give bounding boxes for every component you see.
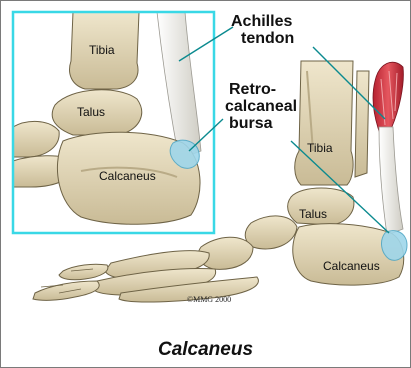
bursa-callout-line3: bursa	[225, 115, 297, 132]
main-tibia-bone	[295, 61, 353, 185]
achilles-tendon-callout: Achilles tendon	[231, 13, 294, 47]
main-retrocalcaneal-bursa	[382, 231, 407, 261]
bursa-callout-line2: calcaneal	[225, 98, 297, 115]
inset-calcaneus-label: Calcaneus	[99, 169, 156, 183]
main-achilles-tendon	[379, 127, 403, 235]
calf-muscle	[373, 62, 403, 131]
bursa-callout-line1: Retro-	[225, 81, 297, 98]
copyright-notice: ©MMG 2000	[187, 295, 231, 304]
inset-talus-label: Talus	[77, 105, 105, 119]
main-navicular-bone	[245, 216, 297, 249]
achilles-callout-line1: Achilles	[231, 13, 294, 30]
figure-caption: Calcaneus	[1, 339, 410, 361]
inset-tibia-label: Tibia	[89, 43, 115, 57]
achilles-callout-line2: tendon	[231, 30, 294, 47]
main-tibia-label: Tibia	[307, 141, 333, 155]
main-fibula-bone	[355, 71, 369, 177]
main-talus-label: Talus	[299, 207, 327, 221]
main-calcaneus-label: Calcaneus	[323, 259, 380, 273]
main-phalanges	[33, 281, 99, 300]
retrocalcaneal-bursa-callout: Retro- calcaneal bursa	[225, 81, 297, 132]
